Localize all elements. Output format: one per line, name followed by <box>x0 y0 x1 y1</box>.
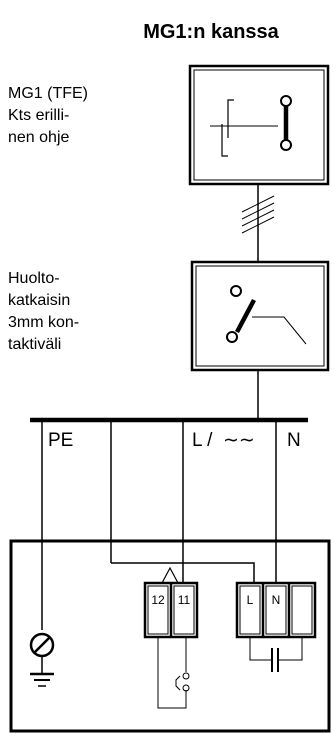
pe-label: PE <box>48 430 73 451</box>
terminal-block-relay: 12 11 <box>143 581 199 639</box>
switch-note-line-4: taktiväli <box>8 336 61 353</box>
mg1-contact-icon <box>210 95 292 157</box>
line-label: L / <box>192 430 213 451</box>
mg1-note-line-1: MG1 (TFE) <box>8 85 88 102</box>
neutral-label: N <box>287 430 301 451</box>
mg1-box <box>188 64 330 186</box>
switch-note-line-1: Huolto- <box>8 270 60 287</box>
relay-contact-icon <box>157 637 190 709</box>
ground-icon <box>29 632 55 687</box>
switch-note-line-3: 3mm kon- <box>8 314 79 331</box>
ac-symbol-icon: ∼∼ <box>223 430 255 451</box>
terminal-11-label: 11 <box>178 593 191 607</box>
terminal-jumper <box>161 566 179 584</box>
diagram-title: MG1:n kanssa <box>143 21 279 43</box>
terminal-12-label: 12 <box>151 593 165 607</box>
bus-drops <box>41 420 277 630</box>
switch-contact-icon <box>226 285 307 345</box>
service-switch-box <box>190 260 330 372</box>
switch-note: Huolto- katkaisin 3mm kon- taktiväli <box>8 270 79 353</box>
mg1-note-line-3: nen ohje <box>8 129 69 146</box>
equipment-enclosure <box>9 539 331 733</box>
terminal-n-label: N <box>272 593 281 607</box>
terminal-l-label: L <box>247 593 254 607</box>
switch-note-line-2: katkaisin <box>8 292 70 309</box>
mg1-note: MG1 (TFE) Kts erilli- nen ohje <box>8 85 88 146</box>
terminal-block-power: L N <box>235 581 317 639</box>
capacitor-icon <box>249 637 303 672</box>
signal-cable <box>241 184 275 262</box>
mg1-note-line-2: Kts erilli- <box>8 107 69 124</box>
